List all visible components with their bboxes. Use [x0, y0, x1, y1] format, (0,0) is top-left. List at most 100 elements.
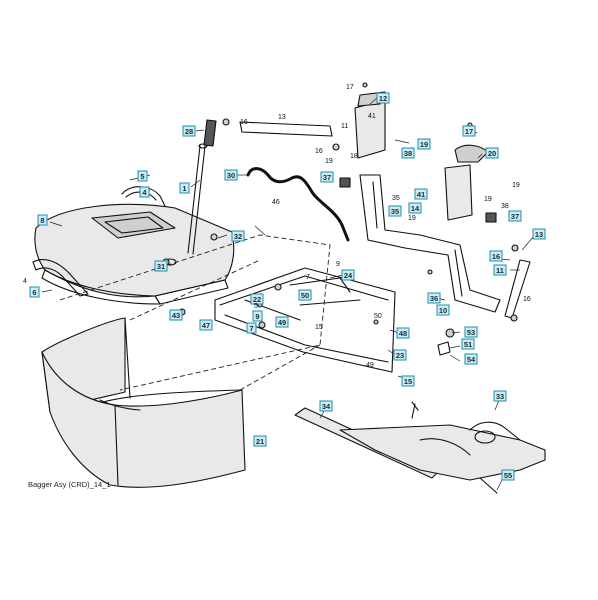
callout-c7: 7 [246, 322, 257, 334]
pivot-rod [187, 119, 217, 255]
callout-number: 37 [323, 173, 331, 182]
part-number-n50: 50 [374, 313, 382, 320]
callout-labels: 1456789101112131415161719202122232428303… [29, 92, 546, 481]
callout-number: 12 [379, 94, 387, 103]
callout-c11: 11 [493, 264, 507, 276]
callout-number: 31 [157, 262, 165, 271]
diagram-caption: Bagger Asy (CRD)_14_1 [28, 480, 111, 489]
callout-number: 36 [430, 294, 438, 303]
callout-number: 53 [467, 328, 475, 337]
callout-box [464, 326, 478, 338]
callout-box [252, 310, 263, 322]
callout-box [320, 171, 334, 183]
callout-c17: 17 [462, 125, 476, 137]
callout-number: 35 [391, 207, 399, 216]
part-number-n16a: 16 [240, 119, 248, 126]
callout-number: 50 [301, 291, 309, 300]
callout-c30: 30 [224, 169, 238, 181]
callout-c32: 32 [231, 230, 245, 242]
callout-box [508, 210, 522, 222]
callout-number: 7 [249, 324, 253, 333]
callout-c10: 10 [436, 304, 450, 316]
callout-number: 30 [227, 171, 235, 180]
callout-box [341, 269, 355, 281]
part-number-n19d: 19 [512, 182, 520, 189]
callout-c5: 5 [137, 170, 148, 182]
callout-c37b: 37 [508, 210, 522, 222]
part-number-n5: 5 [254, 303, 258, 310]
callout-box [376, 92, 390, 104]
callout-c34: 34 [319, 400, 333, 412]
callout-box [182, 125, 196, 137]
callout-c24: 24 [341, 269, 355, 281]
callout-c33: 33 [493, 390, 507, 402]
part-number-n17: 17 [346, 84, 354, 91]
callout-c16: 16 [489, 250, 503, 262]
part-number-n46: 46 [272, 199, 280, 206]
callout-c47: 47 [199, 319, 213, 331]
callout-number: 23 [396, 351, 404, 360]
callout-box [253, 435, 267, 447]
callout-c28: 28 [182, 125, 196, 137]
callout-c36: 36 [427, 292, 441, 304]
callout-c6: 6 [29, 286, 40, 298]
callout-number: 24 [344, 271, 353, 280]
callout-box [489, 250, 503, 262]
callout-c49: 49 [275, 316, 289, 328]
callout-number: 55 [504, 471, 512, 480]
part-number-n18: 18 [350, 153, 358, 160]
callout-number: 13 [535, 230, 543, 239]
side-latch [32, 259, 89, 297]
callout-box [179, 182, 190, 194]
callout-box [224, 169, 238, 181]
callout-box [493, 264, 507, 276]
callout-box [417, 138, 431, 150]
callout-number: 4 [142, 188, 147, 197]
callout-c23: 23 [393, 349, 407, 361]
callout-c20: 20 [485, 147, 499, 159]
callout-c13: 13 [532, 228, 546, 240]
callout-c9: 9 [252, 310, 263, 322]
callout-number: 10 [439, 306, 447, 315]
part-number-n16c: 16 [523, 296, 531, 303]
callout-c15: 15 [401, 375, 415, 387]
callout-number: 48 [399, 329, 407, 338]
callout-box [501, 469, 515, 481]
grass-bag [41, 317, 246, 488]
lower-mounting-hardware [294, 407, 546, 494]
callout-c35: 35 [388, 205, 402, 217]
part-number-n11a: 11 [341, 123, 348, 130]
part-number-n35: 35 [392, 195, 400, 202]
callout-number: 22 [253, 295, 261, 304]
callout-c21: 21 [253, 435, 267, 447]
callout-number: 6 [32, 288, 36, 297]
callout-number: 14 [411, 204, 420, 213]
callout-c1: 1 [179, 182, 190, 194]
part-number-n19b: 19 [484, 196, 492, 203]
part-number-n7: 7 [306, 274, 310, 281]
callout-number: 41 [417, 190, 425, 199]
callout-c31: 31 [154, 260, 168, 272]
callout-box [396, 327, 410, 339]
callout-box [401, 147, 415, 159]
callout-number: 33 [496, 392, 504, 401]
part-number-n15: 15 [315, 324, 323, 331]
rear-bracket-assembly [239, 91, 531, 319]
callout-box [414, 188, 428, 200]
callout-box [401, 375, 415, 387]
callout-box [462, 125, 476, 137]
callout-box [275, 316, 289, 328]
callout-number: 11 [496, 266, 504, 275]
callout-c22: 22 [250, 293, 264, 305]
callout-number: 49 [278, 318, 286, 327]
part-number-n9a: 9 [336, 261, 340, 268]
callout-box [388, 205, 402, 217]
callout-box [408, 202, 422, 214]
callout-box [436, 304, 450, 316]
callout-number: 32 [234, 232, 242, 241]
callout-c43: 43 [169, 309, 183, 321]
callout-box [319, 400, 333, 412]
callout-box [493, 390, 507, 402]
callout-number: 9 [255, 312, 259, 321]
